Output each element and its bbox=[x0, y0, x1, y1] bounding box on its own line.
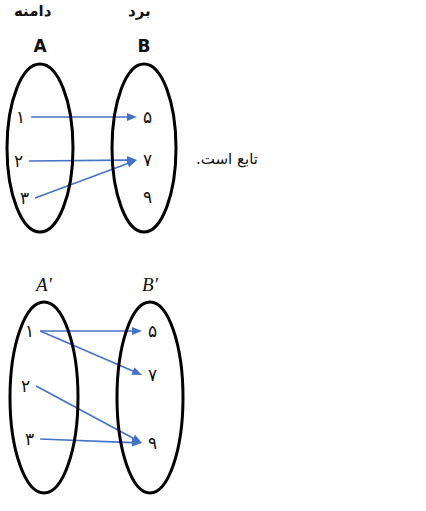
element-box: ۹ bbox=[145, 432, 160, 454]
element-box: ۳ bbox=[17, 187, 32, 209]
element-box: ۳ bbox=[22, 428, 37, 450]
element-box: ۱ bbox=[13, 106, 28, 128]
element-number: ۳ bbox=[20, 188, 29, 208]
element-box: ۷ bbox=[140, 149, 155, 171]
element-number: ۲ bbox=[14, 151, 23, 171]
element-box: ۷ bbox=[145, 364, 160, 386]
element-number: ۷ bbox=[148, 365, 157, 385]
set-name: B′ bbox=[115, 274, 185, 296]
arrow-line bbox=[40, 439, 132, 443]
element-box: ۲ bbox=[11, 150, 26, 172]
set-ellipse: B′۵۷۹ bbox=[115, 300, 185, 495]
element-box: ۱ bbox=[22, 320, 37, 342]
element-number: ۱ bbox=[16, 107, 25, 127]
element-number: ۱ bbox=[25, 321, 34, 341]
set-name: A′ bbox=[8, 274, 80, 296]
element-number: ۹ bbox=[143, 187, 152, 207]
arrowhead bbox=[132, 439, 142, 447]
element-number: ۹ bbox=[148, 433, 157, 453]
note-text: تابع است. bbox=[196, 150, 258, 168]
set-ellipse: A۱۲۳ bbox=[5, 62, 75, 234]
set-ellipse: A′۱۲۳ bbox=[8, 300, 80, 495]
arrowhead bbox=[126, 160, 137, 167]
element-box: ۹ bbox=[140, 186, 155, 208]
element-box: ۵ bbox=[140, 106, 155, 128]
mapping-arrow bbox=[31, 113, 137, 121]
set-name: B bbox=[110, 36, 178, 56]
mapping-arrow bbox=[29, 156, 137, 164]
mapping-arrow bbox=[36, 386, 142, 443]
ellipse-outline bbox=[5, 62, 75, 234]
element-number: ۷ bbox=[143, 150, 152, 170]
element-number: ۵ bbox=[143, 107, 152, 127]
range-heading: برد bbox=[128, 2, 151, 20]
arrowhead bbox=[127, 113, 137, 121]
element-number: ۵ bbox=[148, 321, 157, 341]
arrow-line bbox=[40, 330, 132, 332]
mapping-arrow bbox=[40, 331, 142, 375]
domain-heading: دامنه bbox=[14, 2, 51, 20]
element-box: ۵ bbox=[145, 320, 160, 342]
mapping-arrow bbox=[40, 439, 142, 447]
element-box: ۲ bbox=[18, 375, 33, 397]
set-ellipse: B۵۷۹ bbox=[110, 62, 178, 234]
mapping-arrow bbox=[35, 160, 137, 198]
element-number: ۲ bbox=[21, 376, 30, 396]
element-number: ۳ bbox=[25, 429, 34, 449]
set-name: A bbox=[5, 36, 75, 56]
ellipse-outline bbox=[110, 62, 178, 234]
arrowhead bbox=[131, 367, 142, 375]
ellipse-outline bbox=[8, 300, 80, 495]
arrowhead bbox=[132, 327, 142, 335]
